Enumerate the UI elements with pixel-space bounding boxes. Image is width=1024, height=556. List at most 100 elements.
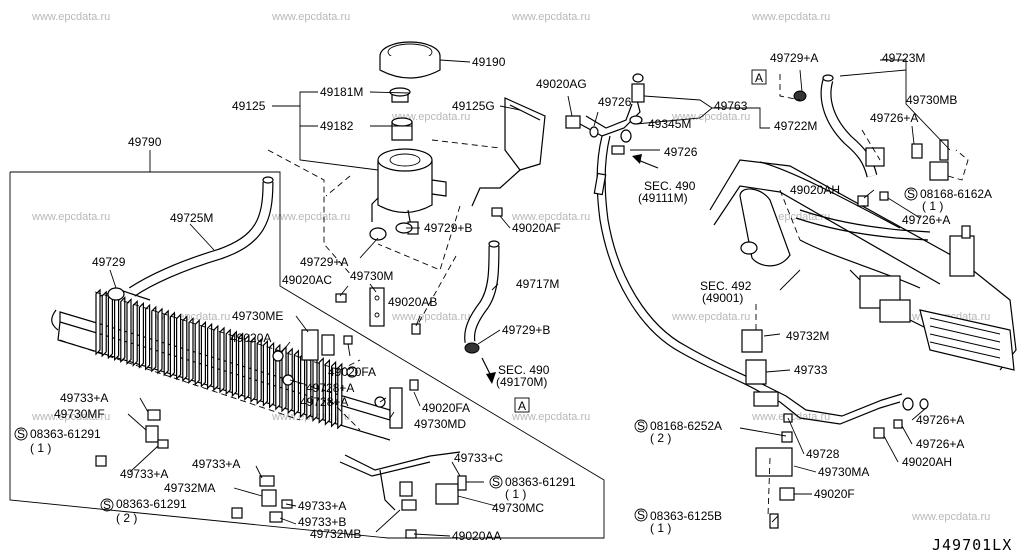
cooler-fin bbox=[176, 313, 182, 381]
cooler-fin bbox=[200, 320, 206, 388]
part-label: 49730MA bbox=[818, 465, 869, 479]
cooler-fin bbox=[151, 305, 157, 373]
part-label: 49020AG bbox=[536, 77, 587, 91]
part-label: 49728+A bbox=[306, 381, 354, 395]
pipe-clamps bbox=[741, 300, 795, 529]
screw-symbols: S S S S S S bbox=[14, 187, 918, 522]
part-label: 08363-61291 bbox=[30, 427, 101, 441]
part-label: 49726 bbox=[664, 145, 698, 159]
leader-lines bbox=[109, 59, 951, 537]
part-label: 49181M bbox=[320, 85, 363, 99]
watermark: www.epcdata.ru bbox=[31, 11, 110, 23]
cooler-fin bbox=[244, 334, 250, 402]
watermark: www.epcdata.ru bbox=[271, 11, 350, 23]
watermark: www.epcdata.ru bbox=[31, 411, 110, 423]
section-ref: (49170M) bbox=[496, 375, 547, 389]
watermark: www.epcdata.ru bbox=[271, 211, 350, 223]
reservoir-tank bbox=[371, 41, 447, 235]
return-hose bbox=[779, 74, 969, 439]
cooler-fin bbox=[219, 326, 225, 394]
reservoir-bracket bbox=[471, 97, 546, 217]
part-label: 49190 bbox=[472, 55, 506, 69]
section-ref: SEC. 490 bbox=[644, 179, 696, 193]
s-symbol: S bbox=[103, 498, 111, 512]
cooler-assembly-frame bbox=[9, 150, 605, 539]
part-label: 49020FA bbox=[422, 401, 470, 415]
part-label: 08363-6125B bbox=[650, 509, 722, 523]
cooler-fin bbox=[188, 317, 194, 384]
part-label: 49733+C bbox=[454, 451, 503, 465]
cooler-fin bbox=[225, 328, 231, 396]
watermark: www.epcdata.ru bbox=[511, 11, 590, 23]
watermark: www.epcdata.ru bbox=[31, 211, 110, 223]
part-label: 49729+A bbox=[770, 51, 818, 65]
qty-label: ( 1 ) bbox=[505, 487, 526, 501]
part-label: 49020AH bbox=[902, 455, 952, 469]
qty-label: ( 2 ) bbox=[650, 431, 671, 445]
part-label: 49732MA bbox=[164, 481, 215, 495]
part-label: 49729 bbox=[92, 255, 126, 269]
section-markers: A A bbox=[514, 69, 767, 413]
cooler-fin bbox=[132, 299, 138, 367]
cooler-fin bbox=[250, 336, 256, 403]
part-label: 49763 bbox=[714, 99, 748, 113]
cooler-fin bbox=[114, 294, 120, 362]
part-label: 49733+A bbox=[192, 457, 240, 471]
part-label: 08168-6162A bbox=[920, 187, 992, 201]
cooler-brackets bbox=[95, 222, 467, 539]
part-label: 49728+A bbox=[300, 395, 348, 409]
watermark: www.epcdata.ru bbox=[751, 11, 830, 23]
part-label: 49726+A bbox=[916, 413, 964, 427]
cooler-fin bbox=[337, 362, 343, 430]
part-label: 49732MB bbox=[310, 527, 361, 541]
part-label: 49729+B bbox=[502, 323, 550, 337]
cooler-fin bbox=[163, 309, 169, 377]
diagram-code: J49701LX bbox=[932, 536, 1012, 554]
part-label: 08363-61291 bbox=[505, 475, 576, 489]
part-label: 49726+A bbox=[916, 437, 964, 451]
qty-label: ( 1 ) bbox=[650, 521, 671, 535]
part-label: 49020A bbox=[230, 331, 271, 345]
section-ref: SEC. 490 bbox=[498, 363, 550, 377]
section-marker: A bbox=[518, 399, 526, 413]
watermark: www.epcdata.ru bbox=[511, 211, 590, 223]
qty-label: ( 1 ) bbox=[922, 199, 943, 213]
part-label: 49790 bbox=[128, 135, 162, 149]
part-label: 49728 bbox=[806, 447, 840, 461]
part-label: 49726+A bbox=[902, 213, 950, 227]
part-label: 49733 bbox=[794, 363, 828, 377]
cooler-fin bbox=[194, 318, 200, 386]
steering-gear bbox=[709, 159, 1017, 371]
part-label: 49020AC bbox=[282, 273, 332, 287]
watermark: www.epcdata.ru bbox=[271, 411, 350, 423]
section-ref: (49111M) bbox=[638, 191, 688, 205]
s-symbol: S bbox=[492, 475, 500, 489]
part-label: 49726 bbox=[598, 95, 632, 109]
section-marker-box bbox=[751, 69, 767, 85]
part-label: 49733+A bbox=[298, 499, 346, 513]
cooler-fin bbox=[138, 301, 144, 369]
s-symbol: S bbox=[17, 427, 25, 441]
part-label: 49733+A bbox=[120, 467, 168, 481]
part-label: 49730M bbox=[350, 269, 393, 283]
section-marker-box bbox=[514, 397, 530, 413]
part-label: 49722M bbox=[774, 119, 817, 133]
part-label: 49725M bbox=[170, 211, 213, 225]
section-marker: A bbox=[755, 71, 763, 85]
cooler-fin bbox=[331, 360, 337, 428]
cooler-fin bbox=[169, 311, 175, 379]
watermark: www.epcdata.ru bbox=[911, 511, 990, 523]
part-label: 49717M bbox=[516, 277, 559, 291]
part-label: 08168-6252A bbox=[650, 419, 722, 433]
part-label: 49723M bbox=[882, 51, 925, 65]
cooler-fin bbox=[145, 303, 151, 371]
cooler-fin bbox=[269, 341, 275, 409]
cooler-fin bbox=[318, 356, 324, 424]
cooler-fin bbox=[126, 298, 132, 365]
part-label: 49182 bbox=[320, 119, 354, 133]
section-ref: SEC. 492 bbox=[700, 279, 752, 293]
cooler-fin bbox=[300, 351, 306, 419]
cooler-fin bbox=[213, 324, 219, 392]
section-ref: (49001) bbox=[702, 291, 743, 305]
part-label: 49730MF bbox=[54, 407, 105, 421]
